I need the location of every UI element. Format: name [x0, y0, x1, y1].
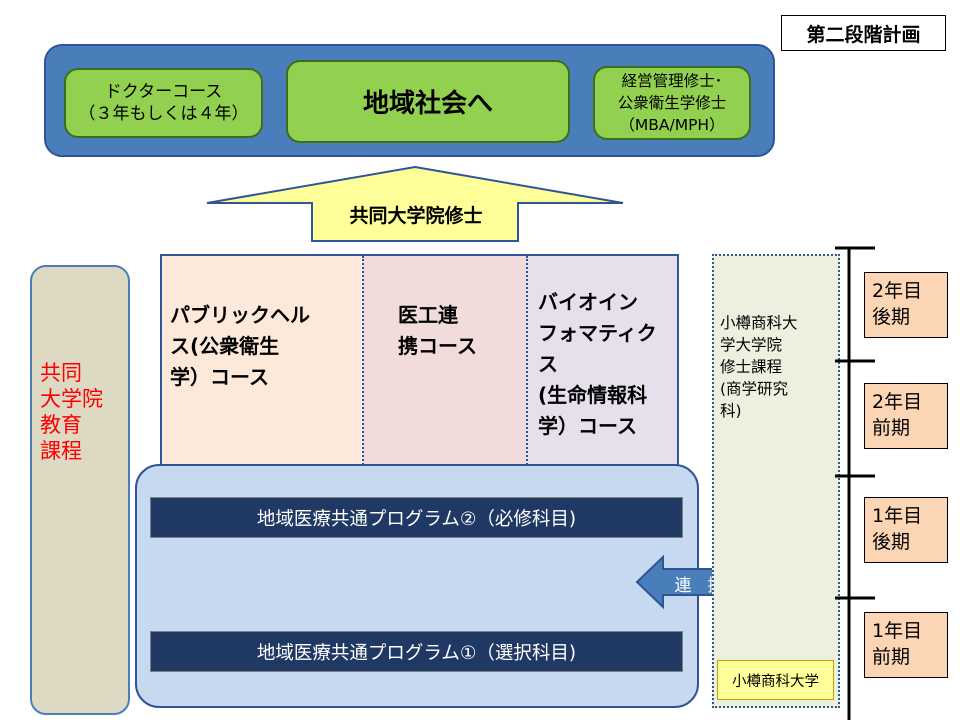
bioinfo-line5: 学）コース — [538, 414, 637, 438]
term-year: 2年目 — [872, 391, 923, 413]
bioinfo-line4: (生命情報科 — [538, 383, 648, 407]
stage-label: 第二段階計画 — [781, 15, 946, 51]
medical-engineering-course: 医工連 携コース — [362, 256, 526, 468]
bioinfo-line1: バイオイン — [538, 290, 638, 314]
otaru-university-tag: 小樽商科大学 — [717, 660, 834, 700]
joint-education-text: 共同 大学院 教育 課程 — [40, 360, 130, 490]
joint-education-line1: 共同 — [40, 361, 82, 385]
public-health-course: パブリックヘル ス(公衆衛生 学）コース — [162, 256, 361, 468]
to-society-box: 地域社会へ — [286, 60, 570, 143]
med-eng-line1: 医工連 — [398, 303, 458, 327]
program-2-bar: 地域医療共通プログラム②（必修科目) — [150, 497, 683, 538]
upward-arrow — [206, 166, 624, 242]
otaru-line2: 学大学院 — [720, 336, 783, 354]
joint-education-line4: 課程 — [40, 439, 82, 463]
program-1-label: 地域医療共通プログラム①（選択科目) — [256, 642, 577, 664]
mba-line2: 公衆衛生学修士 — [617, 94, 727, 112]
bioinfo-line3: ス — [538, 352, 558, 376]
bioinformatics-course: バイオイン フォマティク ス (生命情報科 学）コース — [526, 256, 677, 468]
doctor-course-box: ドクターコース （３年もしくは４年） — [64, 68, 263, 138]
term-half: 後期 — [872, 531, 911, 553]
otaru-masters-box — [712, 254, 840, 708]
term-half: 前期 — [872, 646, 911, 668]
term-year1-late: 1年目 後期 — [864, 497, 948, 563]
term-year: 1年目 — [872, 620, 923, 642]
term-year2-late: 2年目 後期 — [864, 272, 948, 338]
term-half: 後期 — [872, 306, 911, 328]
otaru-line1: 小樽商科大 — [720, 314, 798, 332]
joint-masters-label: 共同大学院修士 — [349, 204, 483, 227]
term-year1-early: 1年目 前期 — [864, 612, 948, 678]
term-year: 1年目 — [872, 505, 923, 527]
mba-line1: 経営管理修士･ — [621, 72, 723, 90]
doctor-course-line1: ドクターコース — [104, 82, 223, 102]
term-year: 2年目 — [872, 280, 923, 302]
public-health-line2: ス(公衆衛生 — [170, 334, 280, 358]
otaru-masters-text: 小樽商科大 学大学院 修士課程 (商学研究 科) — [720, 312, 836, 442]
public-health-line3: 学）コース — [170, 365, 269, 389]
mba-line3: （MBA/MPH） — [619, 116, 725, 134]
bioinfo-line2: フォマティク — [538, 321, 657, 345]
to-society-label: 地域社会へ — [362, 89, 493, 119]
joint-education-column — [30, 265, 130, 715]
doctor-course-line2: （３年もしくは４年） — [78, 104, 249, 124]
otaru-line4: (商学研究 — [720, 380, 789, 398]
otaru-line3: 修士課程 — [720, 358, 783, 376]
program-2-label: 地域医療共通プログラム②（必修科目) — [256, 508, 577, 530]
term-year2-early: 2年目 前期 — [864, 383, 948, 449]
joint-education-line3: 教育 — [40, 413, 82, 437]
timeline-scale — [835, 246, 875, 720]
term-half: 前期 — [872, 417, 911, 439]
otaru-line5: 科) — [720, 402, 742, 420]
mba-mph-box: 経営管理修士･ 公衆衛生学修士 （MBA/MPH） — [593, 66, 751, 140]
public-health-line1: パブリックヘル — [170, 303, 310, 327]
program-1-bar: 地域医療共通プログラム①（選択科目) — [150, 631, 683, 672]
med-eng-line2: 携コース — [398, 334, 477, 358]
joint-education-line2: 大学院 — [40, 387, 103, 411]
